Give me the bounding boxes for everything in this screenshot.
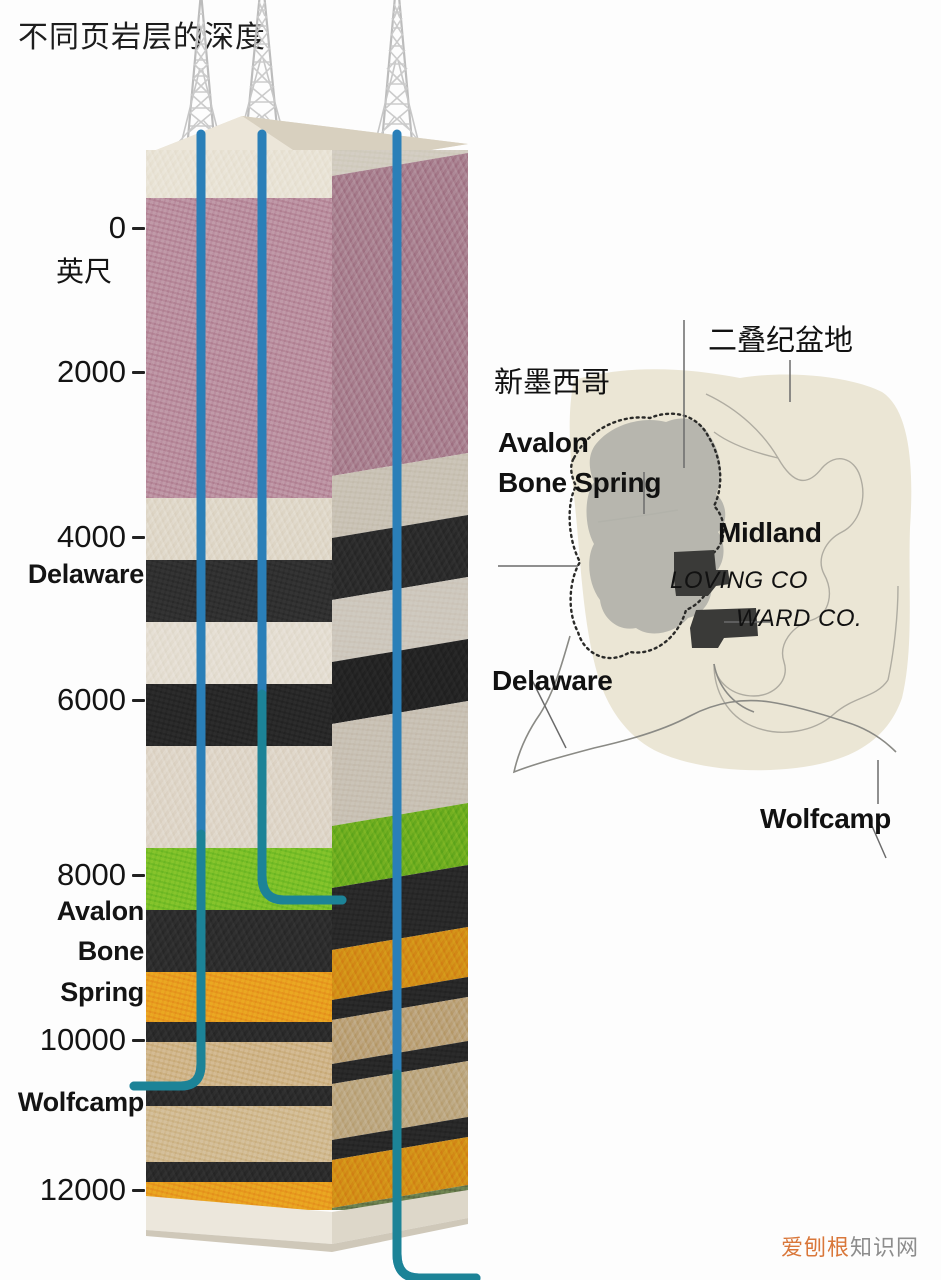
depth-tick-mark-4000 (132, 536, 145, 539)
derrick-icon (369, 0, 425, 149)
map-label-ward-co: WARD CO. (736, 605, 863, 632)
delaware-subbasin (586, 418, 726, 634)
formation-label-avalon: Avalon (56, 896, 145, 926)
formation-label-wolfcamp: Wolfcamp (17, 1087, 144, 1117)
map-label-permian-basin: 二叠纪盆地 (708, 325, 854, 357)
delaware-subbasin-light (568, 412, 725, 660)
ward-county (690, 608, 758, 648)
formation-label-delaware: Delaware (27, 559, 144, 589)
permian-basin-map: 二叠纪盆地 新墨西哥 Avalon Bone Spring Midland LO… (478, 318, 941, 918)
map-label-new-mexico: 新墨西哥 (494, 367, 611, 399)
formation-label-bone: Bone (77, 936, 145, 966)
map-label-avalon: Avalon (498, 427, 589, 458)
depth-tick-label-12000: 12000 (39, 1172, 126, 1207)
depth-tick-label-8000: 8000 (57, 857, 126, 892)
depth-tick-mark-10000 (132, 1039, 145, 1042)
well-pipes (129, 129, 481, 1280)
map-shapes (498, 320, 912, 859)
derrick-icon (176, 0, 226, 145)
map-label-delaware: Delaware (492, 665, 613, 696)
formation-label-spring: Spring (60, 977, 144, 1007)
depth-tick-label-0: 0 (108, 210, 126, 245)
derrick-group (176, 0, 425, 149)
watermark: 爱刨根知识网 (781, 1230, 919, 1262)
map-label-midland: Midland (718, 517, 822, 548)
page-title: 不同页岩层的深度 (18, 21, 266, 54)
map-label-wolfcamp: Wolfcamp (760, 803, 891, 834)
depth-tick-mark-12000 (132, 1189, 145, 1192)
stratigraphic-column (129, 0, 481, 1280)
watermark-muted: 知识网 (849, 1235, 919, 1260)
depth-tick-label-6000: 6000 (57, 682, 126, 717)
map-label-bone-spring: Bone Spring (498, 467, 662, 498)
depth-tick-mark-6000 (132, 699, 145, 702)
depth-tick-mark-2000 (132, 371, 145, 374)
depth-tick-label-2000: 2000 (57, 354, 126, 389)
depth-axis-unit: 英尺 (55, 256, 112, 287)
leader-lines (498, 320, 887, 859)
depth-tick-label-4000: 4000 (57, 519, 126, 554)
map-label-loving-co: LOVING CO (670, 567, 808, 594)
loving-county (674, 550, 730, 596)
depth-tick-mark-8000 (132, 874, 145, 877)
depth-tick-label-10000: 10000 (39, 1022, 126, 1057)
depth-tick-mark-0 (132, 227, 145, 230)
watermark-accent: 爱刨根 (780, 1235, 850, 1260)
